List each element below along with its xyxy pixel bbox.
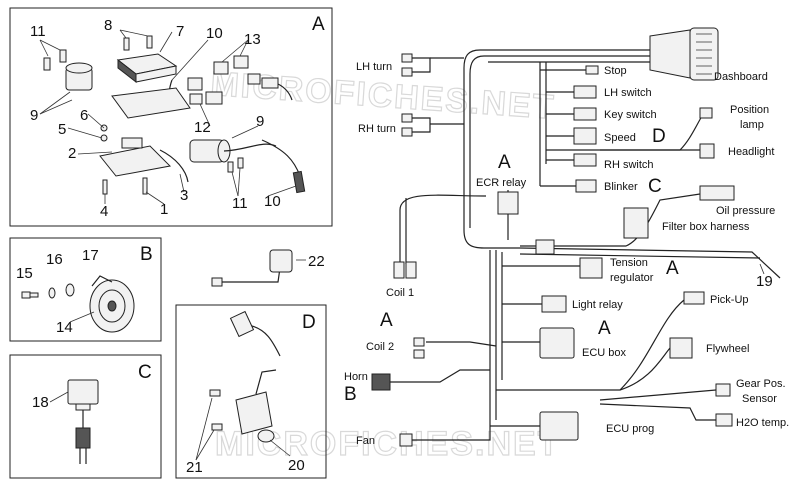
label-tension-regulator-2: regulator <box>610 272 654 284</box>
callout-9: 9 <box>30 107 38 124</box>
connector-icon <box>213 55 293 101</box>
label-speed: Speed <box>604 132 636 144</box>
label-position-lamp-1: Position <box>730 104 769 116</box>
label-blinker-ref: C <box>648 176 662 197</box>
callout-11: 11 <box>30 23 46 40</box>
label-key-switch: Key switch <box>604 109 657 121</box>
leader-lines <box>195 397 291 461</box>
leader-lines <box>49 391 69 403</box>
label-filter-box-harness: Filter box harness <box>662 221 750 233</box>
coil-22: 22 <box>211 249 325 287</box>
bracket-icon <box>99 87 191 177</box>
label-flywheel: Flywheel <box>706 343 749 355</box>
relay-icon <box>67 379 99 464</box>
callout-14: 14 <box>56 319 73 336</box>
callout-2: 2 <box>68 145 76 162</box>
label-oil-pressure: Oil pressure <box>716 205 775 217</box>
watermark-bottom: MICROFICHES.NET <box>215 425 560 463</box>
connector-icon <box>229 310 281 357</box>
connector-icon <box>187 77 223 105</box>
screw-icon <box>21 291 39 299</box>
coil-icon <box>189 139 277 163</box>
label-lh-switch: LH switch <box>604 87 652 99</box>
label-blinker: Blinker <box>604 181 638 193</box>
coil-icon <box>235 369 277 443</box>
callout-21: 21 <box>186 459 203 476</box>
label-rh-turn: RH turn <box>358 123 396 135</box>
callout-19: 19 <box>756 273 773 290</box>
callout-1: 1 <box>160 201 168 218</box>
label-dashboard: Dashboard <box>714 71 768 83</box>
label-tension-regulator-1: Tension <box>610 257 648 269</box>
label-speed-ref: D <box>652 126 666 147</box>
label-ecr-relay: ECR relay <box>476 177 527 189</box>
callout-8: 8 <box>104 17 112 34</box>
label-light-relay: Light relay <box>572 299 623 311</box>
callout-7: 7 <box>176 23 184 40</box>
label-stop: Stop <box>604 65 627 77</box>
callout-17: 17 <box>82 247 99 264</box>
label-position-lamp-2: lamp <box>740 119 764 131</box>
callout-12: 12 <box>194 119 211 136</box>
panel-d: D 21 20 <box>175 304 327 479</box>
label-coil2: Coil 2 <box>366 341 394 353</box>
label-ecu-ref: A <box>598 318 611 339</box>
panel-c-letter: C <box>138 362 152 383</box>
label-pick-up: Pick-Up <box>710 294 749 306</box>
panel-c: C 18 <box>9 354 162 479</box>
screw-icon <box>227 157 244 173</box>
regulator-icon <box>116 53 178 84</box>
label-ecu-prog: ECU prog <box>606 423 654 435</box>
pin-icon <box>102 177 148 195</box>
wire-icon <box>159 149 189 183</box>
callout-10b: 10 <box>264 193 281 210</box>
callout-9b: 9 <box>256 113 264 130</box>
label-tension-ref: A <box>666 258 679 279</box>
label-fan: Fan <box>356 435 375 447</box>
leader-lines <box>759 263 765 275</box>
label-horn: Horn <box>344 371 368 383</box>
callout-5: 5 <box>58 121 66 138</box>
panel-a: A <box>9 7 333 227</box>
cable-icon <box>261 139 306 194</box>
callout-10: 10 <box>206 25 223 42</box>
panel-d-letter: D <box>302 312 316 333</box>
horn-icon <box>89 275 135 333</box>
panel-b-letter: B <box>140 244 153 265</box>
label-coil2-ref: A <box>380 310 393 331</box>
callout-20: 20 <box>288 457 305 474</box>
relay-icon <box>65 62 93 91</box>
callout-15: 15 <box>16 265 33 282</box>
screw-icon <box>43 49 67 71</box>
label-headlight: Headlight <box>728 146 774 158</box>
label-gear-pos-1: Gear Pos. <box>736 378 786 390</box>
callout-4: 4 <box>100 203 108 220</box>
label-h2o-temp: H2O temp. <box>736 417 789 429</box>
label-rh-switch: RH switch <box>604 159 654 171</box>
main-harness: 19 <box>344 27 789 447</box>
callout-6: 6 <box>80 107 88 124</box>
leader-lines <box>39 29 297 205</box>
callout-3: 3 <box>180 187 188 204</box>
dashboard-connector-icon <box>649 27 719 81</box>
callout-22: 22 <box>308 253 325 270</box>
callout-13: 13 <box>244 31 261 48</box>
leader-lines <box>69 311 95 323</box>
screw-icon <box>209 389 223 431</box>
label-ecr-ref: A <box>498 152 511 173</box>
callout-16: 16 <box>46 251 63 268</box>
label-horn-ref: B <box>344 384 357 405</box>
panel-b: B 15 16 17 14 <box>9 237 162 342</box>
callout-18: 18 <box>32 394 49 411</box>
bolt-icon <box>123 35 153 51</box>
callout-11b: 11 <box>232 195 248 212</box>
label-lh-turn: LH turn <box>356 61 392 73</box>
panel-a-letter: A <box>312 14 325 35</box>
label-ecu-box: ECU box <box>582 347 627 359</box>
label-coil1: Coil 1 <box>386 287 414 299</box>
washer-icon <box>48 283 75 299</box>
label-gear-pos-2: Sensor <box>742 393 777 405</box>
